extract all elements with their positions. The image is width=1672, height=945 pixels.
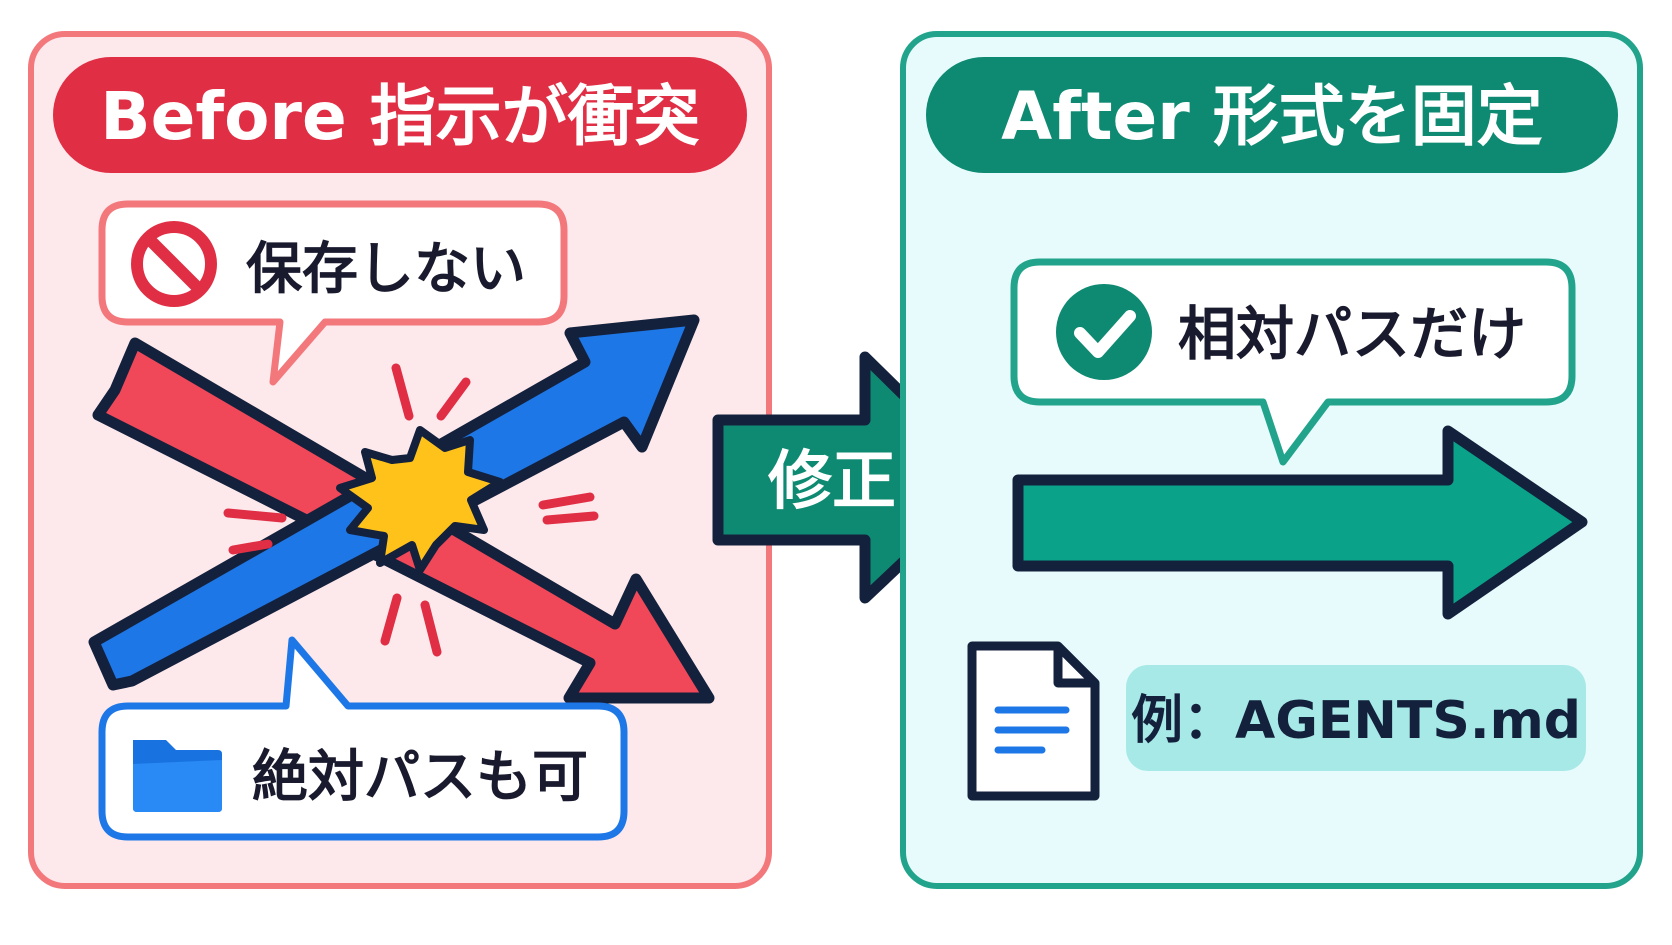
prohibited-icon — [131, 221, 217, 307]
after-title: After 形式を固定 — [1001, 78, 1543, 155]
bubble-relative-only: 相対パスだけ — [1010, 258, 1576, 466]
bubble-relative-only-label: 相対パスだけ — [1178, 300, 1526, 368]
after-header: After 形式を固定 — [926, 57, 1618, 173]
before-header: Before 指示が衝突 — [53, 57, 747, 173]
before-title: Before 指示が衝突 — [100, 78, 699, 155]
bubble-absolute-ok: 絶対パスも可 — [98, 636, 628, 841]
example-label-text: 例：AGENTS.md — [1131, 691, 1581, 751]
bubble-absolute-ok-label: 絶対パスも可 — [252, 745, 588, 810]
example-label: 例：AGENTS.md — [1126, 665, 1586, 771]
document-icon — [967, 641, 1100, 801]
after-panel: After 形式を固定 相対パスだけ — [900, 31, 1643, 889]
fix-arrow-label: 修正 — [768, 445, 896, 519]
before-panel: Before 指示が衝突 — [28, 31, 772, 889]
impact-lines — [223, 363, 599, 657]
check-circle-icon — [1056, 284, 1152, 380]
bubble-no-save: 保存しない — [98, 200, 568, 386]
teal-arrow — [1012, 425, 1588, 620]
bubble-no-save-label: 保存しない — [246, 237, 526, 302]
folder-icon — [133, 740, 222, 812]
collision-burst-icon — [223, 363, 599, 657]
